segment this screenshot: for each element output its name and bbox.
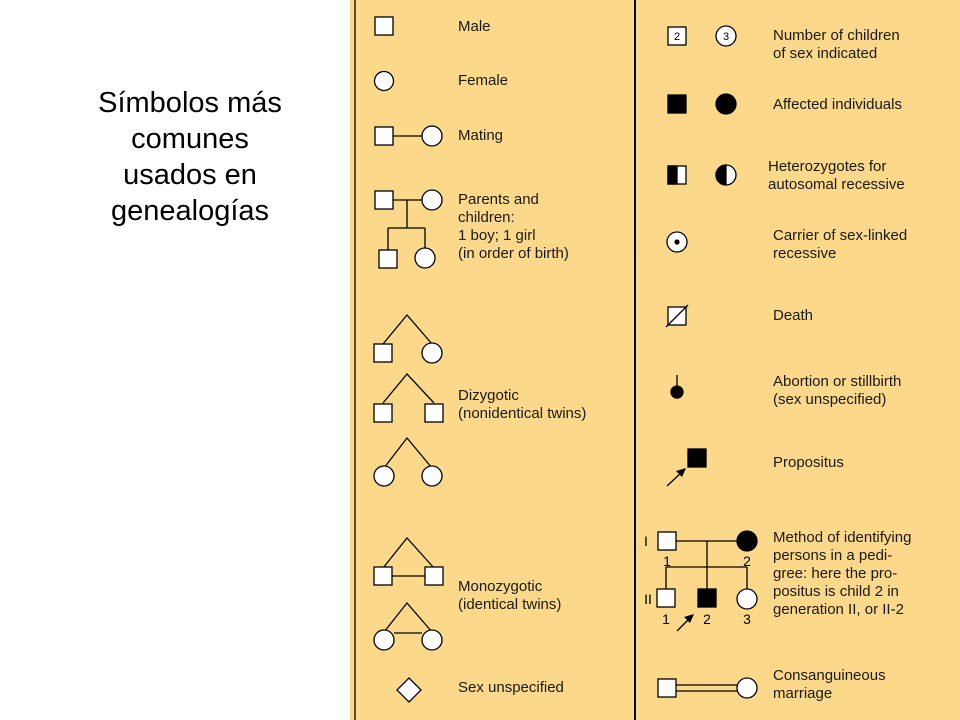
pedigree-example xyxy=(656,530,758,632)
number-children-label: Number of children of sex indicated xyxy=(773,27,900,62)
abortion-symbol xyxy=(670,375,684,399)
pedigree-symbols-chart: 2 3 I II 1 2 1 2 3 Male Female Mating Pa… xyxy=(350,0,960,720)
male-symbol xyxy=(374,16,394,36)
consanguineous-label: Consanguineous marriage xyxy=(773,667,886,702)
gen2-person-1-number: 1 xyxy=(662,611,670,627)
count-circle-symbol xyxy=(715,25,737,47)
pedigree-symbols-diagram: 2 3 I II 1 2 1 2 3 xyxy=(354,0,758,720)
mating-label: Mating xyxy=(458,127,504,144)
consanguineous-symbol xyxy=(657,677,758,699)
count-circle-number: 3 xyxy=(723,31,729,43)
male-label: Male xyxy=(458,18,491,35)
dizygotic-twins-girls xyxy=(373,436,443,487)
heterozygotes-label: Heterozygotes for autosomal recessive xyxy=(768,158,905,193)
heterozygote-male-symbol xyxy=(667,165,687,185)
parents-children-symbol xyxy=(374,189,443,269)
monozygotic-label: Monozygotic (identical twins) xyxy=(458,578,562,613)
affected-male-symbol xyxy=(667,94,687,114)
carrier-label: Carrier of sex-linked recessive xyxy=(773,227,908,262)
count-square-number: 2 xyxy=(674,31,680,43)
method-label: Method of identifying persons in a pedi-… xyxy=(773,529,912,618)
dizygotic-label: Dizygotic (nonidentical twins) xyxy=(458,387,587,422)
slide-title: Símbolos más comunes usados en genealogí… xyxy=(98,87,282,227)
sex-unspecified-diamond xyxy=(396,677,422,703)
sex-unspecified-label: Sex unspecified xyxy=(458,679,564,696)
gen1-person-2-number: 2 xyxy=(743,553,751,569)
heterozygote-female-symbol xyxy=(715,164,737,186)
death-symbol xyxy=(665,304,689,328)
generation-1-label: I xyxy=(644,533,648,549)
female-symbol xyxy=(373,70,395,92)
propositus-label: Propositus xyxy=(773,454,844,471)
monozygotic-twins-girls xyxy=(373,601,443,651)
generation-2-label: II xyxy=(644,591,652,607)
propositus-symbol xyxy=(666,448,707,487)
count-square-symbol xyxy=(667,26,687,46)
gen2-person-2-number: 2 xyxy=(703,611,711,627)
parents-children-label: Parents and children: 1 boy; 1 girl (in … xyxy=(458,191,569,262)
abortion-label: Abortion or stillbirth (sex unspecified) xyxy=(773,373,902,408)
gen1-person-1-number: 1 xyxy=(663,553,671,569)
mating-symbol xyxy=(374,125,443,147)
dizygotic-twins-boys xyxy=(373,373,444,423)
carrier-symbol xyxy=(666,231,688,253)
dizygotic-twins-boy-girl xyxy=(373,313,443,364)
affected-female-symbol xyxy=(715,93,737,115)
affected-label: Affected individuals xyxy=(773,96,902,113)
monozygotic-twins-boys xyxy=(373,536,444,586)
death-label: Death xyxy=(773,307,814,324)
female-label: Female xyxy=(458,72,509,89)
gen2-person-3-number: 3 xyxy=(743,611,751,627)
